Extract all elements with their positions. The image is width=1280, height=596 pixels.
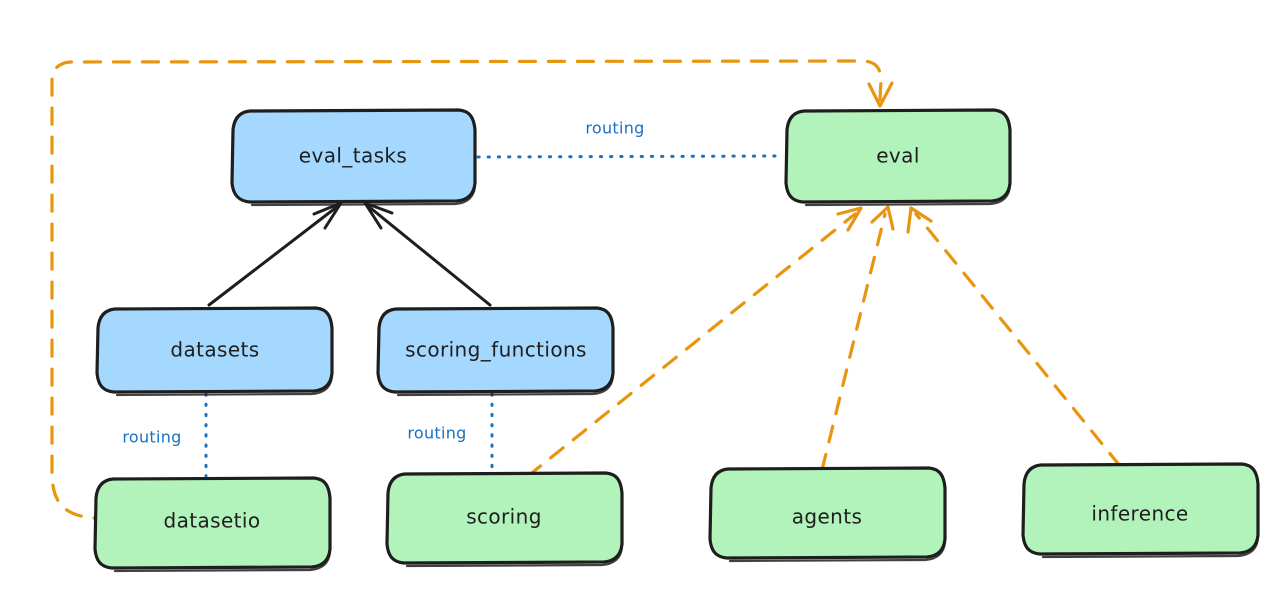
node-datasetio-label: datasetio [163,509,260,533]
node-inference-box-sketch [1041,536,1260,559]
edge-inference-eval-line [914,212,1122,468]
edge-datasetio-eval-line [50,59,883,520]
edge-inference-eval-arrowhead [906,206,933,234]
node-datasets[interactable]: datasets [95,306,334,397]
node-eval_tasks-box[interactable] [230,108,477,204]
edge-label-routing-eval: routing [585,119,644,138]
edge-scoringfn-eval_tasks [363,201,492,307]
node-scoring_functions-label: scoring_functions [405,338,587,362]
edge-datasetio-eval [50,59,894,520]
node-eval-box-sketch [804,184,1012,207]
node-datasets-label: datasets [170,338,259,362]
node-scoring_functions[interactable]: scoring_functions [376,306,615,397]
edge-agents-eval-arrowhead [870,205,895,231]
node-agents-box-sketch [728,540,947,563]
node-scoring[interactable]: scoring [385,471,624,568]
node-inference[interactable]: inference [1021,462,1260,559]
node-agents-label: agents [792,505,863,529]
edge-agents-eval-line [820,212,887,472]
edge-label-routing-datasetio: routing [122,428,181,447]
edge-label-routing-scoring: routing [407,424,466,443]
edge-scoringfn-scoring: routing [407,392,494,473]
node-scoring_functions-box-sketch [396,374,615,397]
edge-eval_tasks-eval: routing [476,119,784,159]
node-scoring-box-sketch [405,545,624,568]
node-eval_tasks[interactable]: eval_tasks [230,108,477,207]
node-datasets-box[interactable] [95,306,334,394]
node-datasetio-box[interactable] [93,476,332,570]
edge-inference-eval [906,206,1122,468]
edge-datasets-eval_tasks-line [207,204,340,307]
node-eval[interactable]: eval [784,108,1012,207]
node-eval-box[interactable] [784,108,1012,204]
edge-scoring-eval [526,206,863,478]
edge-scoring-eval-arrowhead [836,206,863,232]
node-agents[interactable]: agents [708,466,947,563]
node-eval_tasks-label: eval_tasks [299,144,407,168]
node-scoring_functions-box[interactable] [376,306,615,394]
node-agents-box[interactable] [708,466,947,560]
edge-scoring-eval-line [526,212,857,478]
edge-datasets-eval_tasks [207,201,343,307]
node-datasetio-box-sketch [113,550,332,573]
node-inference-box[interactable] [1021,462,1260,556]
node-scoring-label: scoring [466,505,542,529]
edge-datasetio-eval-arrowhead [867,81,894,108]
node-eval-label: eval [876,144,920,168]
node-eval_tasks-box-sketch [250,184,477,207]
edge-datasets-datasetio: routing [122,392,208,478]
node-inference-label: inference [1091,502,1188,526]
node-scoring-box[interactable] [385,471,624,565]
edge-agents-eval [820,205,895,472]
edge-eval_tasks-eval-line [476,154,784,159]
node-datasetio[interactable]: datasetio [93,476,332,573]
node-datasets-box-sketch [115,374,334,397]
edge-scoringfn-eval_tasks-line [366,204,492,307]
